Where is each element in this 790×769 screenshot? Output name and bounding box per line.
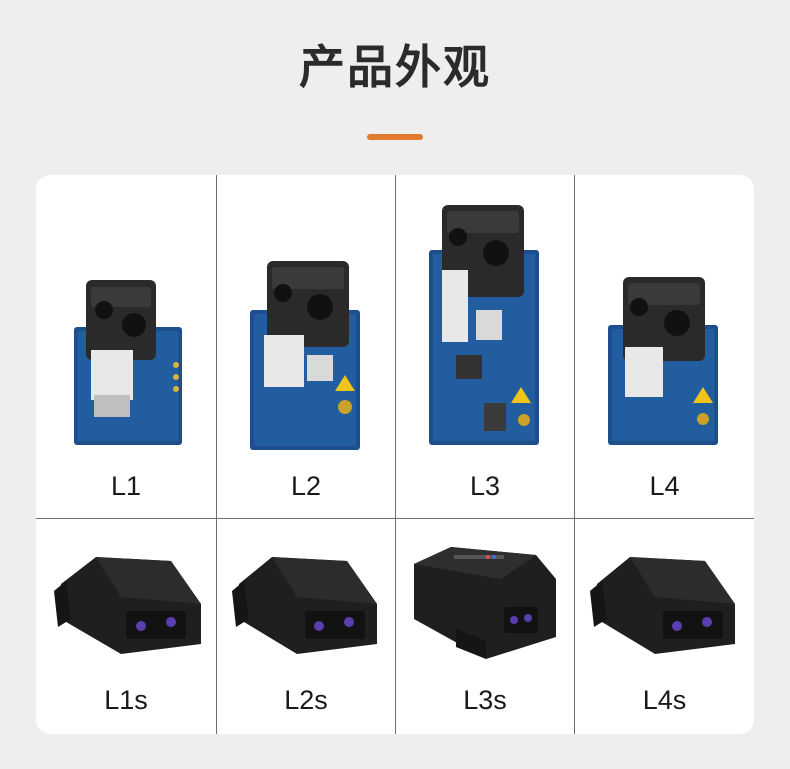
product-label: L4: [649, 471, 680, 501]
pcb-module-image: [429, 205, 539, 445]
enclosed-sensor-image: [590, 557, 735, 654]
pcb-module-image: [74, 280, 182, 445]
product-label: L1s: [104, 685, 148, 715]
product-cell-l1[interactable]: L1: [36, 175, 217, 519]
enclosed-sensor-image: [232, 557, 377, 654]
title-accent-bar: [367, 134, 423, 140]
page-header: 产品外观: [0, 0, 790, 175]
enclosed-sensor-image: [414, 547, 556, 659]
product-cell-l2s[interactable]: L2s: [217, 519, 396, 734]
product-label: L3: [469, 471, 501, 501]
enclosed-sensor-image: [54, 557, 201, 654]
product-label: L4s: [642, 685, 687, 715]
product-label: L3s: [463, 685, 507, 715]
product-label: L2s: [284, 685, 328, 715]
page-title: 产品外观: [299, 40, 491, 94]
product-cell-l3[interactable]: L3: [396, 175, 575, 519]
product-label: L2: [290, 471, 322, 501]
pcb-module-image: [608, 277, 718, 445]
product-grid-card: L1 L2: [36, 175, 754, 734]
product-cell-l1s[interactable]: L1s: [36, 519, 217, 734]
product-cell-l4s[interactable]: L4s: [575, 519, 754, 734]
pcb-module-image: [250, 261, 360, 450]
product-label: L1: [110, 471, 142, 501]
product-cell-l4[interactable]: L4: [575, 175, 754, 519]
product-cell-l2[interactable]: L2: [217, 175, 396, 519]
product-grid: L1 L2: [36, 175, 754, 734]
product-cell-l3s[interactable]: L3s: [396, 519, 575, 734]
